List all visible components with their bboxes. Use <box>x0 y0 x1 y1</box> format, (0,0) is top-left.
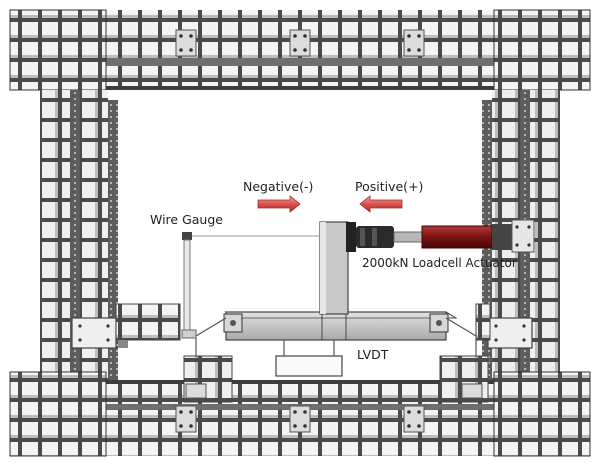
loadcell-actuator <box>346 219 535 253</box>
lvdt-sensor <box>275 340 343 377</box>
specimen-beam <box>195 311 477 356</box>
actuator-label: 2000kN Loadcell Actuator <box>362 256 517 270</box>
corner-blocks-bottom <box>9 371 591 457</box>
wire-gauge-label: Wire Gauge <box>150 212 223 227</box>
positive-label: Positive(+) <box>355 179 424 194</box>
left-column <box>40 90 118 390</box>
negative-label: Negative(-) <box>243 179 314 194</box>
bottom-beam <box>10 380 590 456</box>
lvdt-label: LVDT <box>357 347 389 362</box>
top-beam <box>10 10 590 90</box>
lateral-supports <box>71 303 533 349</box>
positive-direction-arrow <box>359 195 403 213</box>
corner-blocks-top <box>9 9 591 91</box>
support-pedestals <box>183 355 489 403</box>
negative-direction-arrow <box>257 195 301 213</box>
loading-column <box>319 221 349 315</box>
wire-gauge <box>181 232 320 339</box>
